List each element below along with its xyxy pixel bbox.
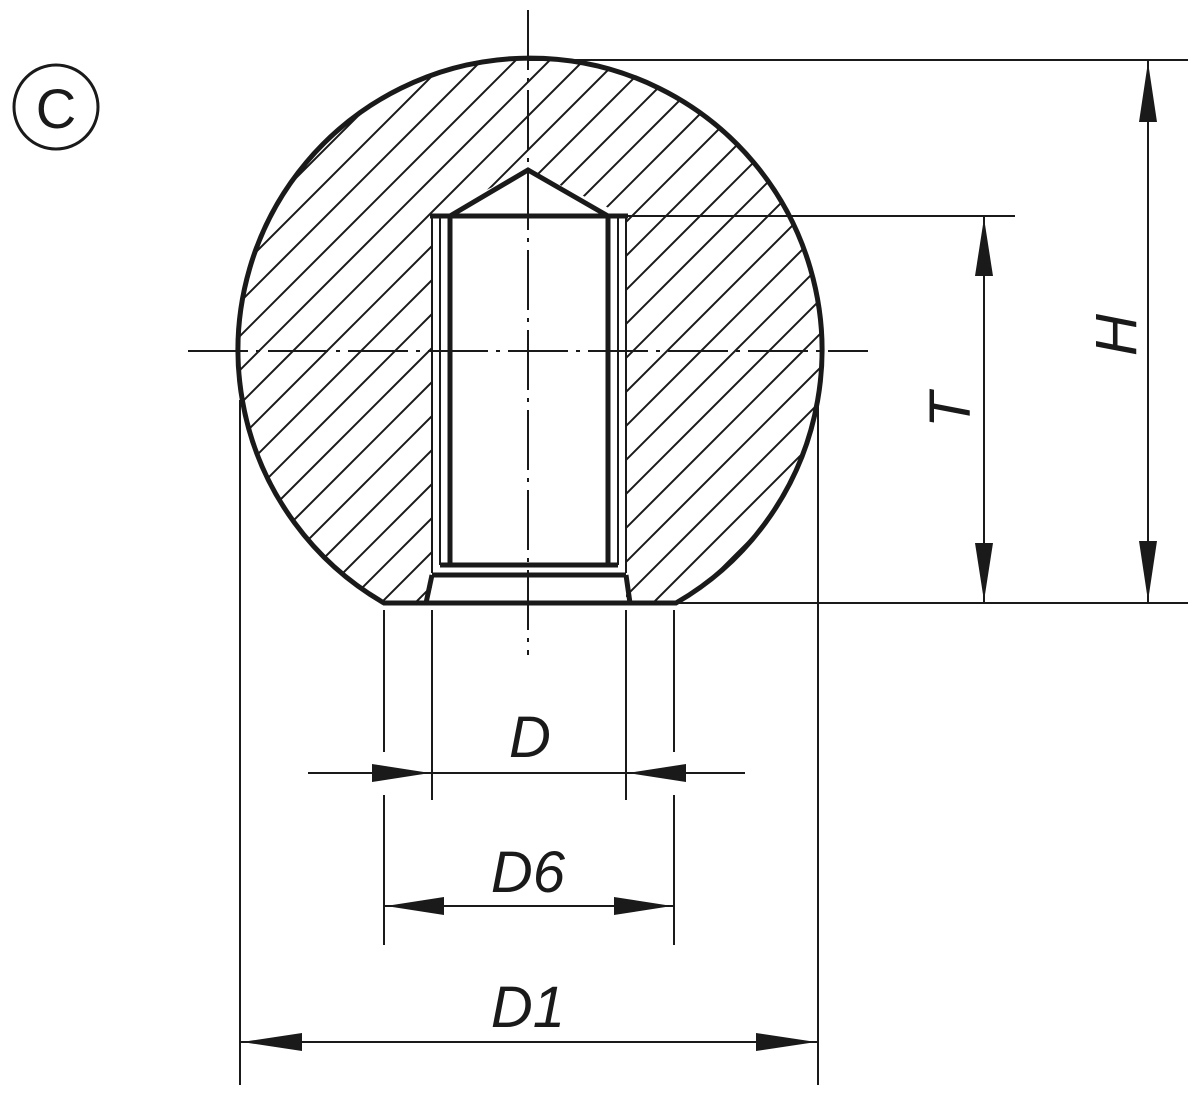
section-hatching bbox=[0, 0, 822, 900]
dimension-d1: D1 bbox=[240, 975, 818, 1051]
variant-badge: C bbox=[12, 63, 100, 151]
dimension-label-d6: D6 bbox=[491, 840, 566, 905]
hatch-line bbox=[237, 58, 822, 603]
ball-outline bbox=[235, 55, 825, 606]
hatch-line bbox=[237, 58, 645, 603]
arrow-up-icon bbox=[975, 218, 993, 276]
dimension-label-h: H bbox=[1084, 314, 1149, 356]
hatch-line bbox=[237, 58, 781, 603]
hatch-line bbox=[237, 58, 747, 603]
dimension-label-d1: D1 bbox=[491, 975, 565, 1040]
dimension-label-d: D bbox=[509, 705, 551, 770]
arrow-right-icon bbox=[372, 764, 430, 782]
arrow-right-icon bbox=[614, 897, 672, 915]
arrow-left-icon bbox=[628, 764, 686, 782]
arrow-left-icon bbox=[242, 1033, 302, 1051]
hatch-line bbox=[237, 58, 475, 603]
arrow-up-icon bbox=[1139, 62, 1157, 122]
hatch-line bbox=[237, 58, 577, 603]
dimension-h: H bbox=[1084, 60, 1157, 603]
hatch-line bbox=[559, 58, 822, 603]
hatch-line bbox=[237, 58, 822, 603]
hatch-line bbox=[525, 58, 822, 603]
dimension-d6: D6 bbox=[384, 840, 674, 915]
arrow-down-icon bbox=[1139, 541, 1157, 601]
threaded-hole bbox=[423, 167, 633, 604]
hatch-line bbox=[237, 58, 543, 603]
hatch-line bbox=[237, 58, 822, 603]
dimension-d: D bbox=[308, 705, 745, 782]
hatch-line bbox=[237, 58, 815, 603]
dimension-label-t: T bbox=[918, 389, 983, 428]
hatch-line bbox=[237, 58, 611, 603]
hatch-line bbox=[237, 58, 509, 603]
hatch-line bbox=[253, 58, 822, 603]
arrow-right-icon bbox=[756, 1033, 816, 1051]
arrow-left-icon bbox=[386, 897, 444, 915]
arrow-down-icon bbox=[975, 543, 993, 601]
hatch-line bbox=[237, 58, 713, 603]
center-lines bbox=[188, 10, 868, 655]
dimension-t: T bbox=[918, 216, 993, 603]
badge-circle-icon bbox=[12, 63, 100, 151]
hatch-line bbox=[321, 58, 822, 603]
extension-lines bbox=[239, 59, 1188, 1085]
badge-letter: C bbox=[36, 77, 76, 140]
hatch-line bbox=[287, 58, 822, 603]
hatch-line bbox=[0, 0, 202, 900]
